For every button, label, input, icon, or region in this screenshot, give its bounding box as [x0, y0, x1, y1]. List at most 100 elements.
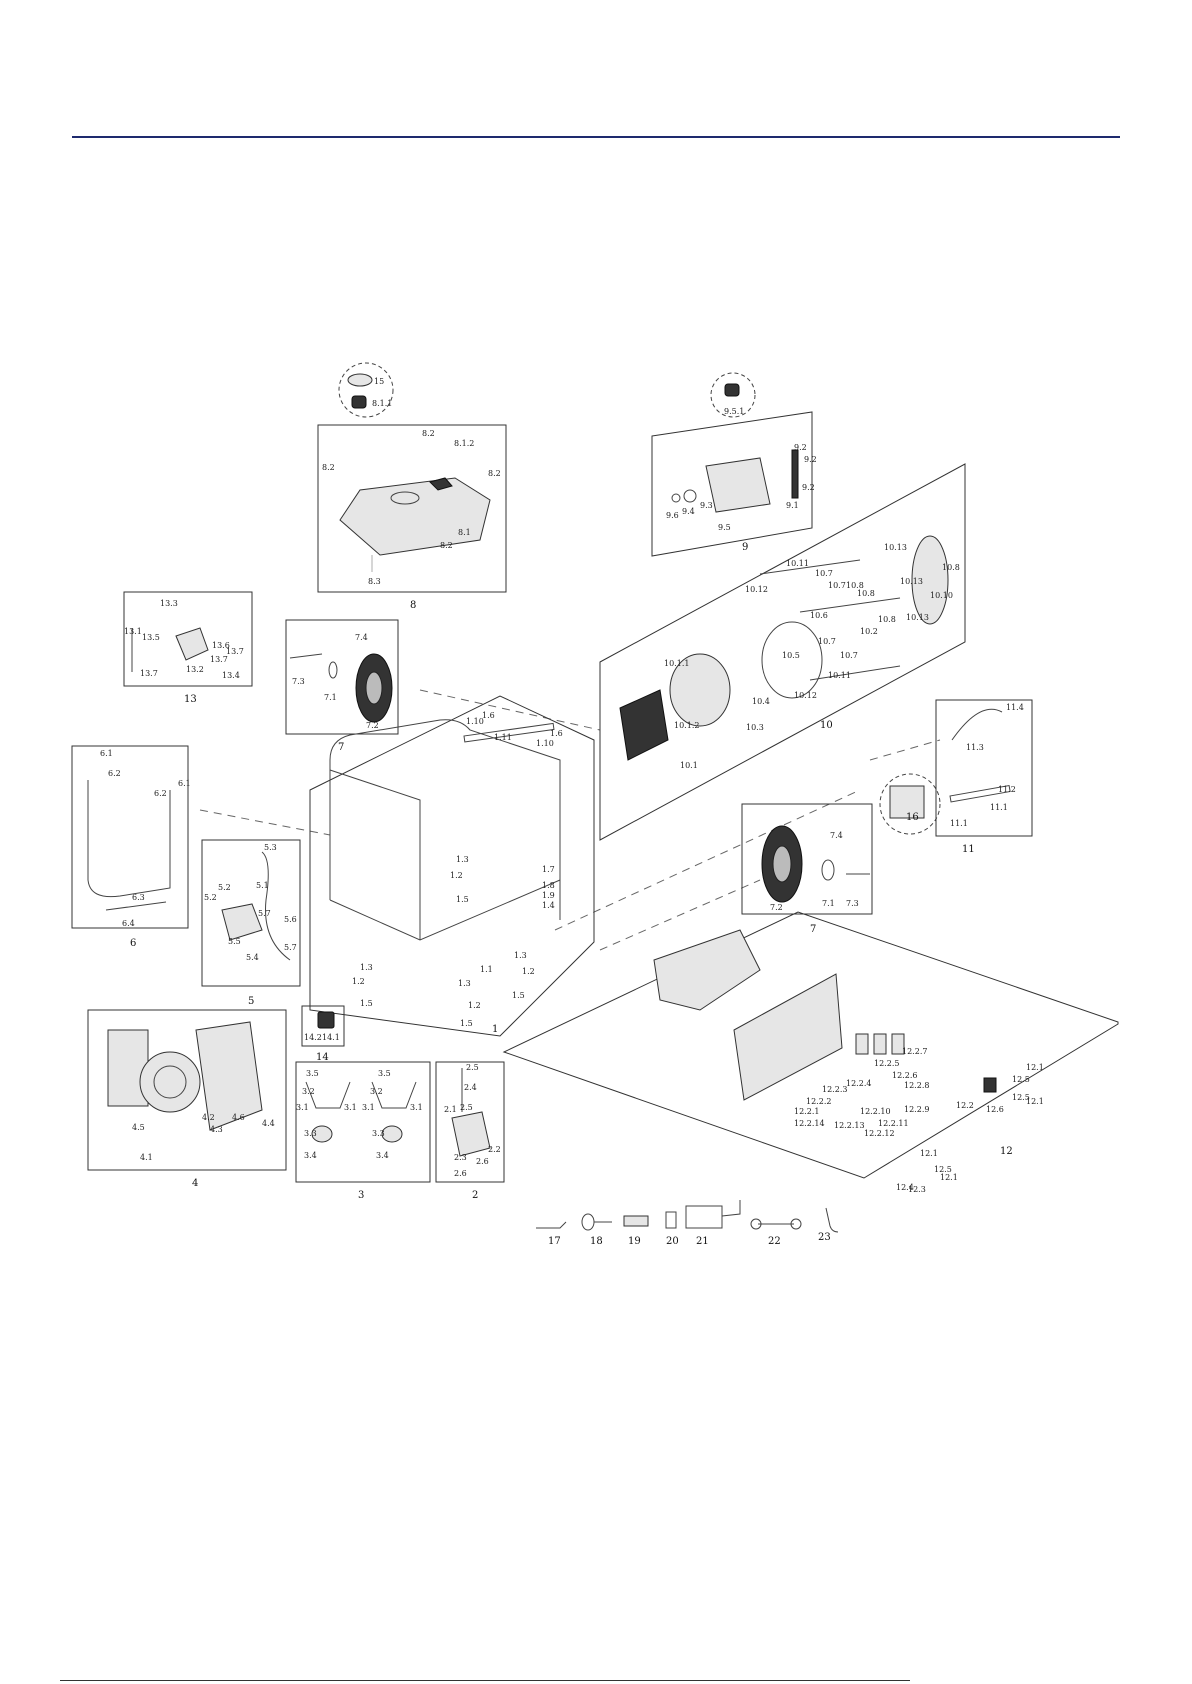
callout: 1.7: [542, 865, 555, 874]
group-number: 17: [548, 1236, 561, 1247]
callout: 12.2.9: [904, 1105, 929, 1114]
callout: 12.1: [920, 1149, 938, 1158]
callout: 8.1.2: [454, 439, 474, 448]
callout: 3.1: [344, 1103, 357, 1112]
callout: 12.2: [956, 1101, 974, 1110]
callout: 7.4: [830, 831, 843, 840]
group-number: 10: [820, 720, 833, 731]
callout: 9.6: [666, 511, 679, 520]
callout: 10.8: [857, 589, 875, 598]
callout: 1.4: [542, 901, 555, 910]
callout: 5.7: [258, 909, 271, 918]
callout: 5.3: [264, 843, 277, 852]
callout: 7.3: [846, 899, 859, 908]
callout: 9.5.1: [724, 407, 744, 416]
callout: 4.3: [210, 1125, 223, 1134]
callout: 3.1: [296, 1103, 309, 1112]
callout: 12.2.3: [822, 1085, 847, 1094]
callout: 12.2.13: [834, 1121, 865, 1130]
group-12-control-panel: 12.2.7 12.2.5 12.2.6 12.2.8 12.2.4 12.2.…: [502, 911, 1119, 1194]
callout: 4.5: [132, 1123, 145, 1132]
callout: 10.11: [786, 559, 809, 568]
callout: 3.2: [370, 1087, 383, 1096]
callout: 8.3: [368, 577, 381, 586]
callout: 2.3: [454, 1153, 467, 1162]
callout: 2.4: [464, 1083, 477, 1092]
callout: 10.2: [860, 627, 878, 636]
callout: 10.11: [828, 671, 851, 680]
group-9-air-box: 9.5.1 9.2 9.2 9.2 9.6 9.4 9.3 9.5 9.1 9: [651, 372, 817, 557]
callout: 12.2.7: [902, 1047, 927, 1056]
callout: 2.1: [444, 1105, 457, 1114]
callout: 12.2.5: [874, 1059, 899, 1068]
callout: 1.2: [468, 1001, 481, 1010]
callout: 10.13: [906, 613, 929, 622]
assembly-guide-lines: [199, 689, 941, 951]
callout: 7.2: [770, 903, 783, 912]
callout: 10.7: [818, 637, 836, 646]
callout: 12.2.2: [806, 1097, 831, 1106]
callout: 2.2: [488, 1145, 501, 1154]
callout: 10.3: [746, 723, 764, 732]
callout: 1.8: [542, 881, 555, 890]
group-5-fuel-cock: 5.3 5.1 5.2 5.2 5.7 5.6 5.5 5.4 5.7 5: [201, 839, 301, 1007]
callout: 8.2: [488, 469, 501, 478]
callout: 3.2: [302, 1087, 315, 1096]
callout: 12.5: [1012, 1075, 1030, 1084]
callout: 3.3: [304, 1129, 317, 1138]
group-4-engine: 4.5 4.1 4.2 4.3 4.6 4.4 4: [87, 1009, 287, 1189]
callout: 3.5: [378, 1069, 391, 1078]
callout: 12.6: [986, 1105, 1004, 1114]
callout: 11.3: [966, 743, 984, 752]
callout: 7.4: [355, 633, 368, 642]
callout: 11.4: [1006, 703, 1024, 712]
callout: 12.1: [940, 1173, 958, 1182]
callout: 12.2.10: [860, 1107, 891, 1116]
callout: 8.2: [440, 541, 453, 550]
callout: 1.5: [460, 1019, 473, 1028]
callout: 13.5: [142, 633, 160, 642]
callout: 10.1: [680, 761, 698, 770]
callout: 6.3: [132, 893, 145, 902]
group-8-fuel-tank: 8.2 8.1.2 8.2 8.2 8.1 8.2 8.3 8: [317, 424, 507, 611]
callout: 10.8: [878, 615, 896, 624]
group-number: 12: [1000, 1146, 1013, 1157]
callout: 10.12: [745, 585, 768, 594]
callout: 10.12: [794, 691, 817, 700]
callout: 5.2: [218, 883, 231, 892]
callout: 1.2: [352, 977, 365, 986]
callout: 7.1: [822, 899, 835, 908]
callout: 1.1: [480, 965, 493, 974]
callout: 10.7: [840, 651, 858, 660]
callout: 9.3: [700, 501, 713, 510]
group-number: 20: [666, 1236, 679, 1247]
group-number: 4: [192, 1178, 198, 1189]
callout: 4.6: [232, 1113, 245, 1122]
group-14-switch: 14.2 14.1 14: [301, 1005, 345, 1063]
callout: 12.4: [896, 1183, 914, 1192]
callout: 10.13: [900, 577, 923, 586]
callout: 13.1: [124, 627, 142, 636]
callout: 2.6: [454, 1169, 467, 1178]
callout: 1.2: [522, 967, 535, 976]
accessories-row: 17 18 19 20 21 22 23: [536, 1200, 839, 1247]
callout: 12.2.11: [878, 1119, 909, 1128]
callout: 1.3: [514, 951, 527, 960]
callout: 8.1: [458, 528, 471, 537]
callout: 2.5: [460, 1103, 473, 1112]
callout: 1.3: [456, 855, 469, 864]
callout: 12.5: [1012, 1093, 1030, 1102]
callout: 5.5: [228, 937, 241, 946]
callout: 10.6: [810, 611, 828, 620]
callout: 11.1: [950, 819, 968, 828]
callout: 9.2: [804, 455, 817, 464]
callout: 10.7: [828, 581, 846, 590]
callout: 13.3: [160, 599, 178, 608]
group-15-fuel-cap: 15 8.1.1: [338, 362, 394, 418]
callout: 6.2: [154, 789, 167, 798]
callout: 3.4: [304, 1151, 317, 1160]
group-number: 21: [696, 1236, 709, 1247]
callout: 12.2.4: [846, 1079, 871, 1088]
callout: 11.1: [990, 803, 1008, 812]
